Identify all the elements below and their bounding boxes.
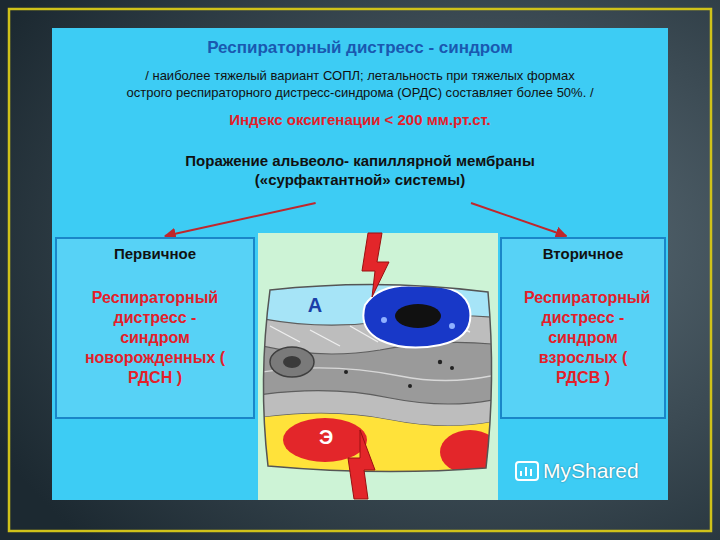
granule — [344, 370, 348, 374]
syndrome-name: Респираторный дистресс - синдром новорож… — [65, 288, 245, 388]
watermark-icon-frame — [516, 462, 538, 480]
oxygenation-index: Индекс оксигенации < 200 мм.рт.ст. — [60, 110, 660, 130]
content-panel — [52, 28, 668, 500]
arrow-connector — [165, 203, 316, 236]
cause-text: Поражение альвеоло- капиллярной мембраны… — [175, 152, 545, 200]
erythrocyte — [440, 430, 500, 474]
cell-nucleus — [283, 356, 301, 368]
watermark-icon-bars — [521, 467, 531, 476]
watermark-icon — [516, 462, 538, 480]
granule — [450, 366, 454, 370]
cell-granule — [449, 323, 455, 329]
part-label: А — [303, 292, 327, 318]
erythrocyte — [283, 418, 367, 462]
interstitium — [258, 278, 502, 482]
granule — [408, 384, 412, 388]
primary-box: ПервичноеРеспираторный дистресс - синдро… — [55, 237, 255, 419]
membrane-outline — [263, 284, 491, 471]
blue-cell — [363, 285, 470, 347]
box-heading: Вторичное — [510, 245, 656, 264]
lightning-bolt — [348, 430, 375, 499]
part-label: Э — [314, 424, 338, 450]
cell-granule — [381, 317, 387, 323]
box-heading: Первичное — [65, 245, 245, 264]
cell-nucleus — [395, 304, 441, 328]
arrow-connector — [471, 203, 566, 236]
slide-title: Респираторный дистресс - синдром — [60, 38, 660, 58]
watermark: MyShared — [543, 457, 663, 484]
membrane-illustration — [258, 278, 502, 482]
interstitial-cell — [270, 347, 314, 377]
membrane-damage-text: Поражение альвеоло- капиллярной мембраны… — [175, 152, 545, 190]
secondary-box: ВторичноеРеспираторный дистресс - синдро… — [500, 237, 666, 419]
granule — [438, 360, 442, 364]
syndrome-name: Респираторный дистресс - синдром взрослы… — [510, 288, 656, 388]
lightning-bolt — [362, 233, 389, 297]
slide-frame — [9, 9, 711, 531]
subtitle-note: / наиболее тяжелый вариант СОПЛ; летальн… — [95, 68, 625, 102]
